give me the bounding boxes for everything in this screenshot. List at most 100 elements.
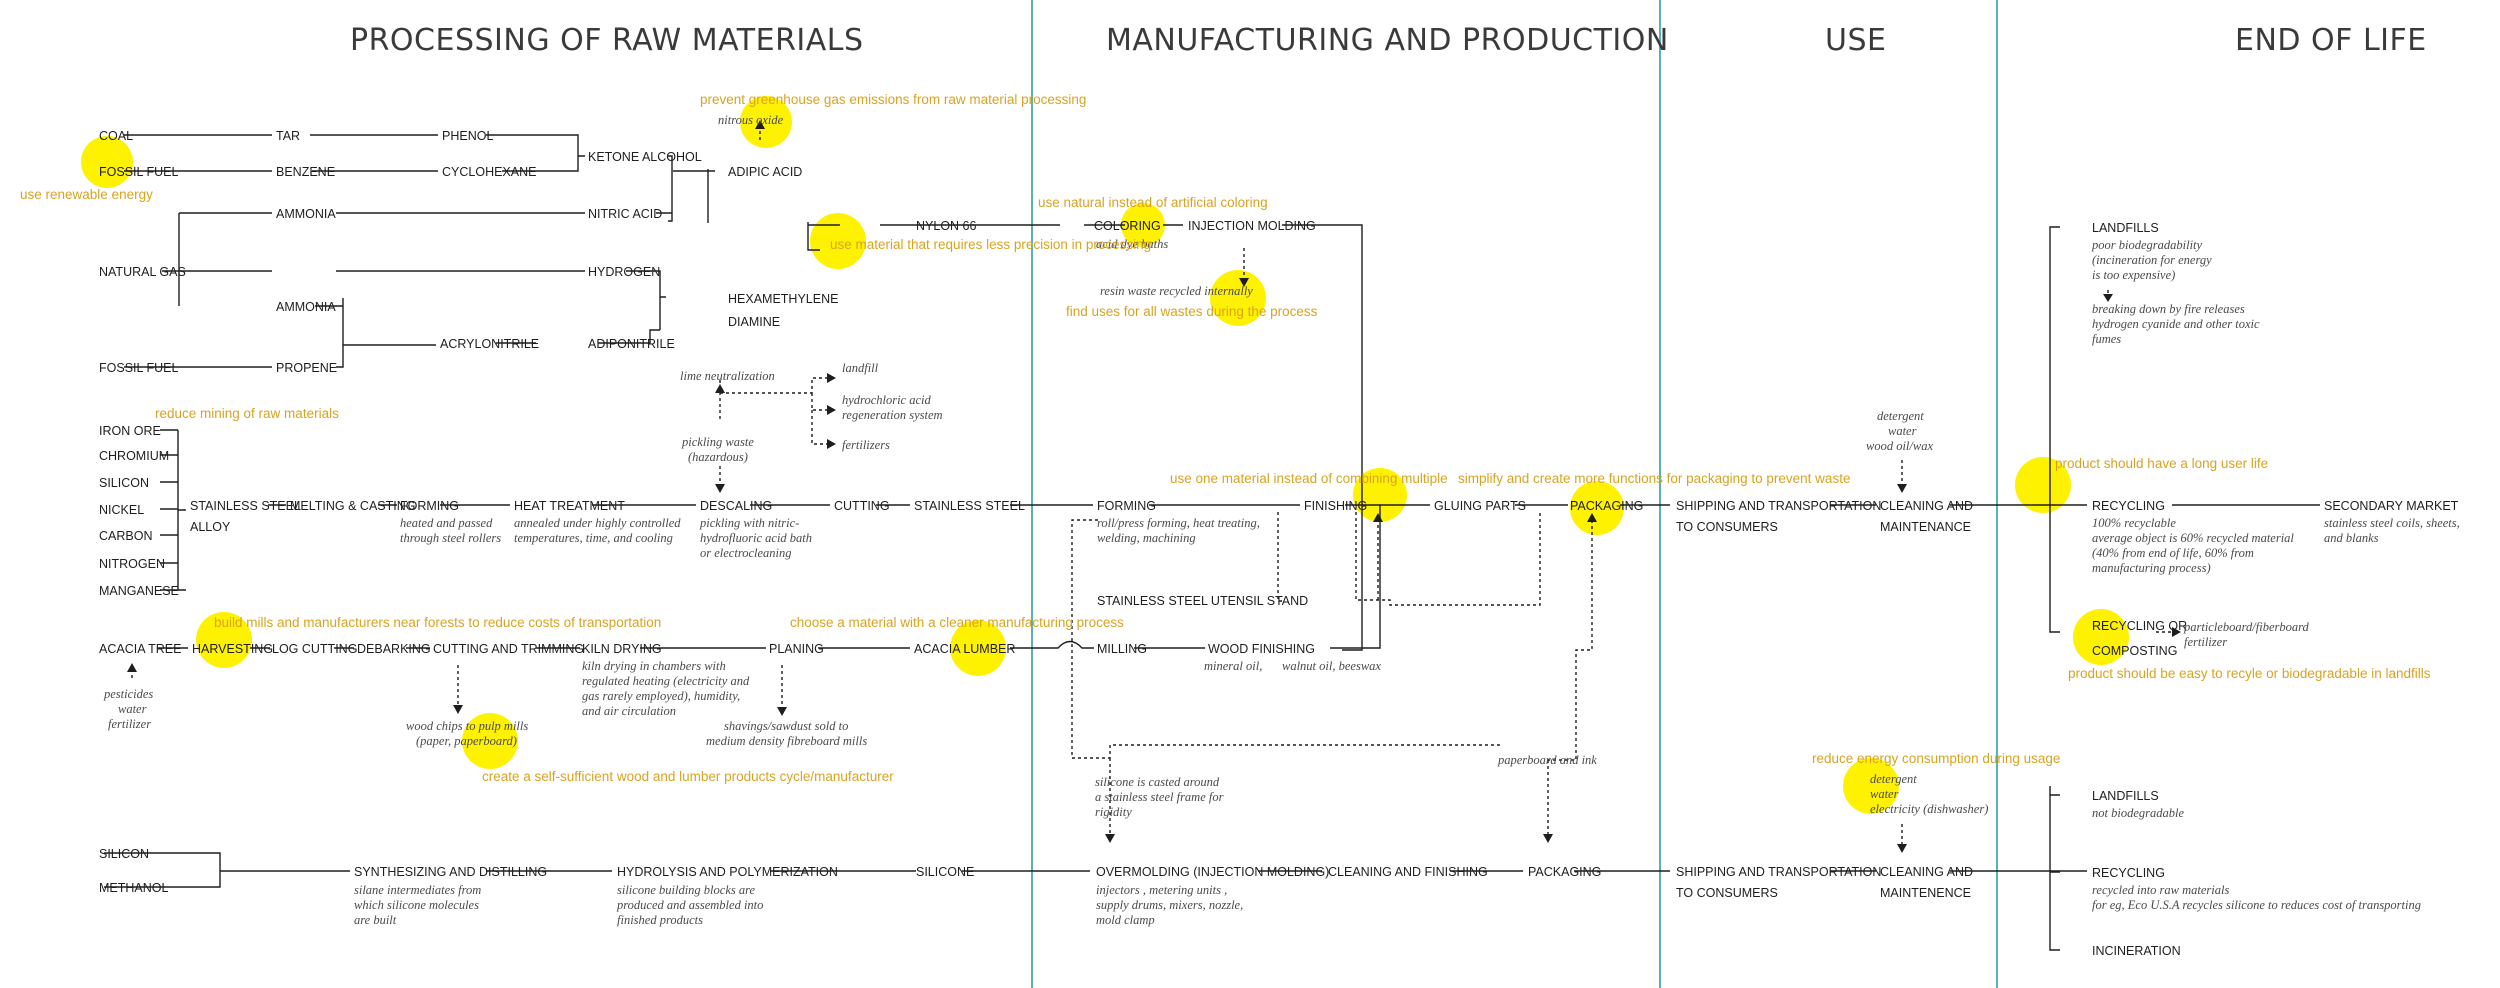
note: medium density fibreboard mills xyxy=(706,734,867,748)
connector xyxy=(162,212,672,306)
node-cleaning: CLEANING AND xyxy=(1880,499,1973,513)
arrowhead xyxy=(1587,513,1597,522)
note: acid dye baths xyxy=(1096,237,1168,251)
highlight-circle xyxy=(196,612,252,668)
note: particleboard/fiberboard xyxy=(2183,620,2310,634)
node-milling: MILLING xyxy=(1097,642,1147,656)
node-benzene: BENZENE xyxy=(276,165,335,179)
node-nitrogen: NITROGEN xyxy=(99,557,165,571)
process-notes: nitrous oxide acid dye baths resin waste… xyxy=(103,113,2460,927)
node-gluing-parts: GLUING PARTS xyxy=(1434,499,1526,513)
highlight-circle xyxy=(1843,758,1899,814)
header-use: USE xyxy=(1825,23,1886,58)
note: silicone building blocks are xyxy=(617,883,756,897)
node-cyclohexane: CYCLOHEXANE xyxy=(442,165,536,179)
header-end-of-life: END OF LIFE xyxy=(2235,23,2427,58)
node-composting: COMPOSTING xyxy=(2092,644,2177,658)
note: fertilizer xyxy=(108,717,151,731)
node-chromium: CHROMIUM xyxy=(99,449,169,463)
node-secondary-market: SECONDARY MARKET xyxy=(2324,499,2459,513)
node-landfills: LANDFILLS xyxy=(2092,789,2159,803)
arrowhead xyxy=(2103,294,2113,302)
node-nickel: NICKEL xyxy=(99,503,144,517)
annotation: choose a material with a cleaner manufac… xyxy=(790,615,1124,630)
node-incineration: INCINERATION xyxy=(2092,944,2181,958)
node-cleaning-finishing: CLEANING AND FINISHING xyxy=(1328,865,1488,879)
node-shipping: SHIPPING AND TRANSPORTATION xyxy=(1676,865,1881,879)
note: through steel rollers xyxy=(400,531,501,545)
process-nodes: COAL TAR PHENOL FOSSIL FUEL BENZENE CYCL… xyxy=(99,129,2459,958)
header-processing: PROCESSING OF RAW MATERIALS xyxy=(350,23,864,58)
connector xyxy=(160,429,186,591)
arrowhead xyxy=(827,439,836,449)
node-planing: PLANING xyxy=(769,642,824,656)
note: wood oil/wax xyxy=(1866,439,1933,453)
arrowheads xyxy=(127,120,2181,853)
connector xyxy=(336,270,666,330)
node-acacia-tree: ACACIA TREE xyxy=(99,642,181,656)
note: (paper, paperboard) xyxy=(416,734,517,748)
node-stainless-steel-alloy: ALLOY xyxy=(190,520,231,534)
node-manganese: MANGANESE xyxy=(99,584,179,598)
header-manufacturing: MANUFACTURING AND PRODUCTION xyxy=(1106,23,1669,58)
note: kiln drying in chambers with xyxy=(582,659,726,673)
annotation: reduce energy consumption during usage xyxy=(1812,751,2060,766)
arrowhead xyxy=(777,707,787,716)
annotation: find uses for all wastes during the proc… xyxy=(1066,304,1318,319)
node-maintenence: MAINTENENCE xyxy=(1880,886,1971,900)
note: annealed under highly controlled xyxy=(514,516,681,530)
connector xyxy=(880,224,1363,651)
node-wood-finishing: WOOD FINISHING xyxy=(1208,642,1315,656)
arrowhead xyxy=(755,120,765,129)
connector xyxy=(1350,505,1381,649)
note: detergent xyxy=(1877,409,1924,423)
dashed-connector xyxy=(1277,512,1541,606)
note: gas rarely employed), humidity, xyxy=(582,689,740,703)
node-recycling: RECYCLING xyxy=(2092,866,2165,880)
node-kiln-drying: KILN DRYING xyxy=(582,642,662,656)
note: silane intermediates from xyxy=(354,883,481,897)
node-forming: FORMING xyxy=(400,499,459,513)
node-packaging: PACKAGING xyxy=(1570,499,1643,513)
annotation: prevent greenhouse gas emissions from ra… xyxy=(700,92,1086,107)
arrowhead xyxy=(1897,844,1907,853)
annotation: use one material instead of combining mu… xyxy=(1170,471,1448,486)
highlight-circle xyxy=(740,96,792,148)
note: (40% from end of life, 60% from xyxy=(2092,546,2254,560)
node-cleaning: CLEANING AND xyxy=(1880,865,1973,879)
note: supply drums, mixers, nozzle, xyxy=(1096,898,1243,912)
note: and blanks xyxy=(2324,531,2379,545)
note: produced and assembled into xyxy=(616,898,763,912)
node-stainless-steel: STAINLESS STEEL xyxy=(914,499,1025,513)
note: 100% recyclable xyxy=(2092,516,2176,530)
arrowhead xyxy=(715,484,725,493)
note: recycled into raw materials xyxy=(2092,883,2229,897)
node-cutting-trimming: CUTTING AND TRIMMING xyxy=(433,642,584,656)
highlight-circle xyxy=(810,213,866,269)
node-ammonia: AMMONIA xyxy=(276,300,336,314)
note: stainless steel coils, sheets, xyxy=(2324,516,2460,530)
node-debarking: DEBARKING xyxy=(357,642,431,656)
node-recycling: RECYCLING xyxy=(2092,499,2165,513)
highlight-circles xyxy=(81,96,2129,814)
node-cutting: CUTTING xyxy=(834,499,890,513)
arrowhead xyxy=(1239,278,1249,287)
note: hydrochloric acid xyxy=(842,393,932,407)
node-hydrogen: HYDROGEN xyxy=(588,265,660,279)
highlight-circle xyxy=(81,136,133,188)
node-carbon: CARBON xyxy=(99,529,152,543)
note: detergent xyxy=(1870,772,1917,786)
highlight-circle xyxy=(1353,468,1407,522)
arrowhead xyxy=(827,405,836,415)
note: or electrocleaning xyxy=(700,546,792,560)
node-cleaning: MAINTENANCE xyxy=(1880,520,1971,534)
node-diamine: DIAMINE xyxy=(728,315,780,329)
note: which silicone molecules xyxy=(354,898,479,912)
highlight-circle xyxy=(1121,203,1165,247)
node-nylon-66: NYLON 66 xyxy=(916,219,976,233)
note: regulated heating (electricity and xyxy=(582,674,750,688)
note: water xyxy=(1870,787,1899,801)
node-packaging: PACKAGING xyxy=(1528,865,1601,879)
node-stainless-steel-alloy: STAINLESS STEEL xyxy=(190,499,301,513)
note: heated and passed xyxy=(400,516,493,530)
